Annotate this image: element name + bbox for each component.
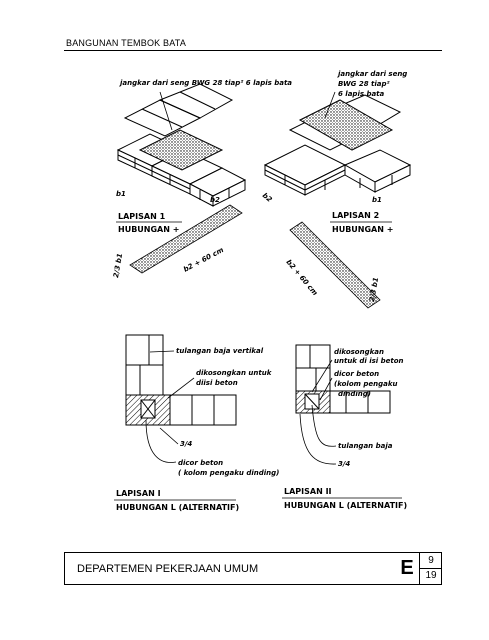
tl-strip-width: 2/3 b1 [112, 253, 124, 279]
cross-joint-layer-1 [116, 83, 247, 207]
footer-page-divider [420, 568, 442, 569]
header-divider [64, 50, 442, 51]
bl-hollow-label-2: diisi beton [196, 379, 238, 387]
tl-connection-label: HUBUNGAN + [118, 225, 179, 234]
cross-joint-layer-2 [263, 94, 412, 196]
l-joint-layer-1 [125, 334, 237, 426]
footer-page-total: 19 [425, 570, 437, 581]
tl-anchor-strip [129, 204, 243, 274]
br-cast-label-1: dicor beton [334, 370, 379, 378]
tr-dim-b1: b1 [372, 196, 382, 204]
footer-organization: DEPARTEMEN PEKERJAAN UMUM [77, 563, 259, 575]
tr-anchor-note-3: 6 lapis bata [338, 90, 385, 98]
bl-cast-label-1: dicor beton [178, 459, 223, 467]
bl-cast-label-2: ( kolom pengaku dinding) [178, 469, 279, 477]
tl-dim-b2: b2 [210, 196, 220, 204]
tr-dim-b2: b2 [261, 191, 274, 204]
tr-layer-label: LAPISAN 2 [332, 211, 379, 220]
tl-layer-label: LAPISAN 1 [118, 212, 166, 221]
tl-dim-b1: b1 [116, 190, 126, 198]
page-header-title: BANGUNAN TEMBOK BATA [66, 38, 187, 48]
br-hollow-label-1: dikosongkan [334, 348, 384, 356]
br-layer-label: LAPISAN II [284, 487, 332, 496]
br-cast-label-3: dinding) [338, 390, 371, 398]
footer-page-box: 9 19 [419, 553, 442, 584]
br-hollow-label-2: untuk di isi beton [334, 357, 404, 365]
tl-strip-length: b2 + 60 cm [182, 246, 225, 274]
tr-anchor-note-2: BWG 28 tiap² [338, 80, 391, 88]
br-fraction: 3/4 [338, 460, 350, 468]
br-cast-label-2: (kolom pengaku [334, 380, 397, 388]
footer-page-number: 9 [428, 555, 434, 566]
tr-anchor-note-1: jangkar dari seng [337, 70, 407, 78]
tr-anchor-strip [289, 221, 381, 309]
bl-layer-label: LAPISAN I [116, 489, 161, 498]
br-connection-label: HUBUNGAN L (ALTERNATIF) [284, 501, 407, 510]
tr-connection-label: HUBUNGAN + [332, 225, 393, 234]
footer-section-letter: E [400, 557, 414, 579]
bl-connection-label: HUBUNGAN L (ALTERNATIF) [116, 503, 239, 512]
bl-fraction: 3/4 [180, 440, 192, 448]
br-rebar-label: tulangan baja [338, 442, 393, 450]
bl-rebar-label: tulangan baja vertikal [176, 347, 264, 355]
l-joint-layer-2 [295, 344, 391, 414]
tr-strip-length: b2 + 60 cm [284, 258, 319, 297]
page-footer: DEPARTEMEN PEKERJAAN UMUM E 9 19 [64, 552, 442, 585]
bl-hollow-label-1: dikosongkan untuk [196, 369, 273, 377]
tl-anchor-note: jangkar dari seng BWG 28 tiap² 6 lapis b… [119, 79, 292, 87]
